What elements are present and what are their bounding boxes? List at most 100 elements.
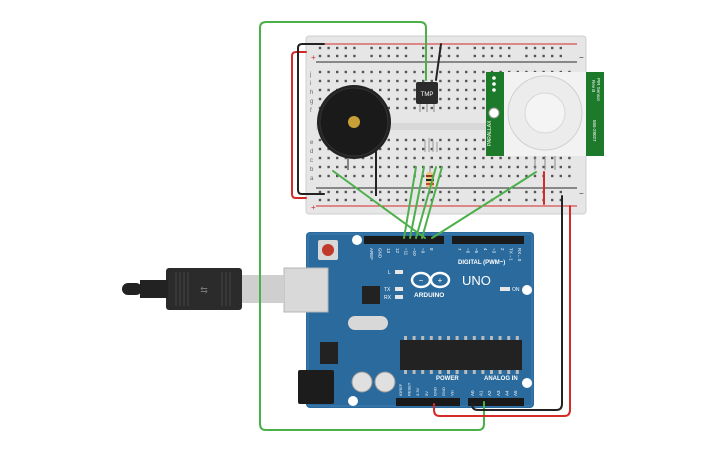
bb-hole bbox=[422, 138, 425, 142]
bb-hole bbox=[482, 88, 485, 92]
bb-hole bbox=[542, 156, 545, 160]
reset-button[interactable] bbox=[322, 244, 334, 256]
rail-hole bbox=[447, 198, 451, 202]
bb-hole bbox=[465, 165, 468, 169]
rail-hole bbox=[473, 54, 476, 58]
bb-hole bbox=[473, 147, 476, 151]
digital-pin-label: ~6 bbox=[466, 248, 471, 254]
digital-header-left bbox=[364, 236, 444, 244]
chip-pin bbox=[498, 336, 502, 340]
chip-pin bbox=[438, 370, 442, 374]
rail-hole bbox=[439, 54, 442, 58]
chip-pin bbox=[490, 370, 493, 374]
bb-hole bbox=[387, 70, 390, 74]
bb-hole bbox=[387, 97, 390, 101]
power-header bbox=[396, 398, 460, 406]
bb-hole bbox=[327, 165, 330, 169]
resistor-band bbox=[426, 175, 434, 177]
analog-header bbox=[468, 398, 524, 406]
bb-hole bbox=[465, 147, 468, 151]
bb-hole bbox=[516, 174, 519, 178]
usb-plug-metal bbox=[240, 275, 284, 303]
bb-hole bbox=[387, 165, 390, 169]
bb-hole bbox=[473, 156, 476, 160]
wire-green-led-b bbox=[415, 166, 437, 239]
bb-hole bbox=[430, 156, 433, 160]
rail-hole bbox=[533, 198, 537, 202]
bb-hole bbox=[482, 138, 485, 142]
rail-hole bbox=[344, 190, 347, 194]
rail-hole bbox=[533, 190, 537, 194]
digital-pin-label: 12 bbox=[395, 248, 400, 254]
digital-pin-label: RX←0 bbox=[517, 248, 522, 262]
rail-hole bbox=[499, 54, 502, 58]
chip-pin bbox=[447, 370, 450, 374]
rail-hole bbox=[344, 46, 347, 50]
bb-hole bbox=[396, 106, 399, 110]
rail-hole bbox=[525, 190, 528, 194]
bb-hole bbox=[370, 79, 373, 83]
bb-hole bbox=[473, 97, 476, 101]
rail-hole bbox=[473, 190, 476, 194]
chip-pin bbox=[412, 370, 416, 374]
wires bbox=[259, 21, 571, 431]
bb-hole bbox=[447, 79, 451, 83]
wire-black-tmp bbox=[435, 43, 442, 81]
chip-pin bbox=[472, 336, 476, 340]
usb-plug-body bbox=[166, 268, 242, 310]
rail-hole bbox=[422, 54, 425, 58]
rail-hole bbox=[439, 190, 442, 194]
bb-hole bbox=[404, 70, 408, 74]
digital-pin-label: 8 bbox=[429, 248, 434, 251]
rail-hole bbox=[447, 190, 451, 194]
voltage-regulator bbox=[320, 342, 338, 364]
rail-hole bbox=[482, 190, 485, 194]
rail-hole bbox=[559, 54, 562, 58]
bb-hole bbox=[344, 165, 347, 169]
bb-hole bbox=[336, 165, 339, 169]
crystal bbox=[348, 316, 388, 330]
chip-pin bbox=[515, 336, 519, 340]
bb-hole bbox=[404, 97, 408, 101]
bb-hole bbox=[490, 165, 494, 169]
power-pin-label: 3.3V bbox=[415, 387, 420, 396]
led-on bbox=[500, 287, 510, 291]
bb-hole bbox=[508, 174, 511, 178]
bb-hole bbox=[344, 174, 347, 178]
bb-hole bbox=[430, 138, 433, 142]
row-letter: e bbox=[310, 140, 314, 146]
analog-pin-label: A1 bbox=[479, 390, 484, 396]
digital-pin-label: 7 bbox=[457, 248, 462, 251]
bb-hole bbox=[379, 156, 382, 160]
rail-hole bbox=[490, 46, 494, 50]
led-tx-label: TX bbox=[384, 287, 391, 293]
rail-hole bbox=[379, 190, 382, 194]
bb-hole bbox=[551, 156, 554, 160]
rail-hole bbox=[525, 46, 528, 50]
rail-hole bbox=[456, 190, 459, 194]
power-jack bbox=[298, 370, 334, 404]
power-pin-label: 5V bbox=[424, 391, 429, 396]
bb-hole bbox=[318, 174, 322, 178]
bb-hole bbox=[353, 165, 356, 169]
bb-hole bbox=[465, 106, 468, 110]
rail-hole bbox=[336, 54, 339, 58]
row-letter: a bbox=[310, 176, 314, 182]
bb-hole bbox=[379, 88, 382, 92]
chip-pin bbox=[507, 370, 511, 374]
center-channel bbox=[316, 123, 577, 130]
bb-hole bbox=[516, 156, 519, 160]
bb-hole bbox=[456, 174, 459, 178]
rail-hole bbox=[456, 46, 459, 50]
rail-hole bbox=[422, 46, 425, 50]
usb-grip-lines bbox=[175, 272, 231, 306]
chip-pin bbox=[438, 336, 442, 340]
rail-hole bbox=[422, 190, 425, 194]
bb-hole bbox=[482, 147, 485, 151]
bb-hole bbox=[379, 147, 382, 151]
bb-hole bbox=[422, 79, 425, 83]
power-pin-label: RESET bbox=[407, 382, 412, 396]
wire-green-led-x bbox=[421, 166, 443, 239]
